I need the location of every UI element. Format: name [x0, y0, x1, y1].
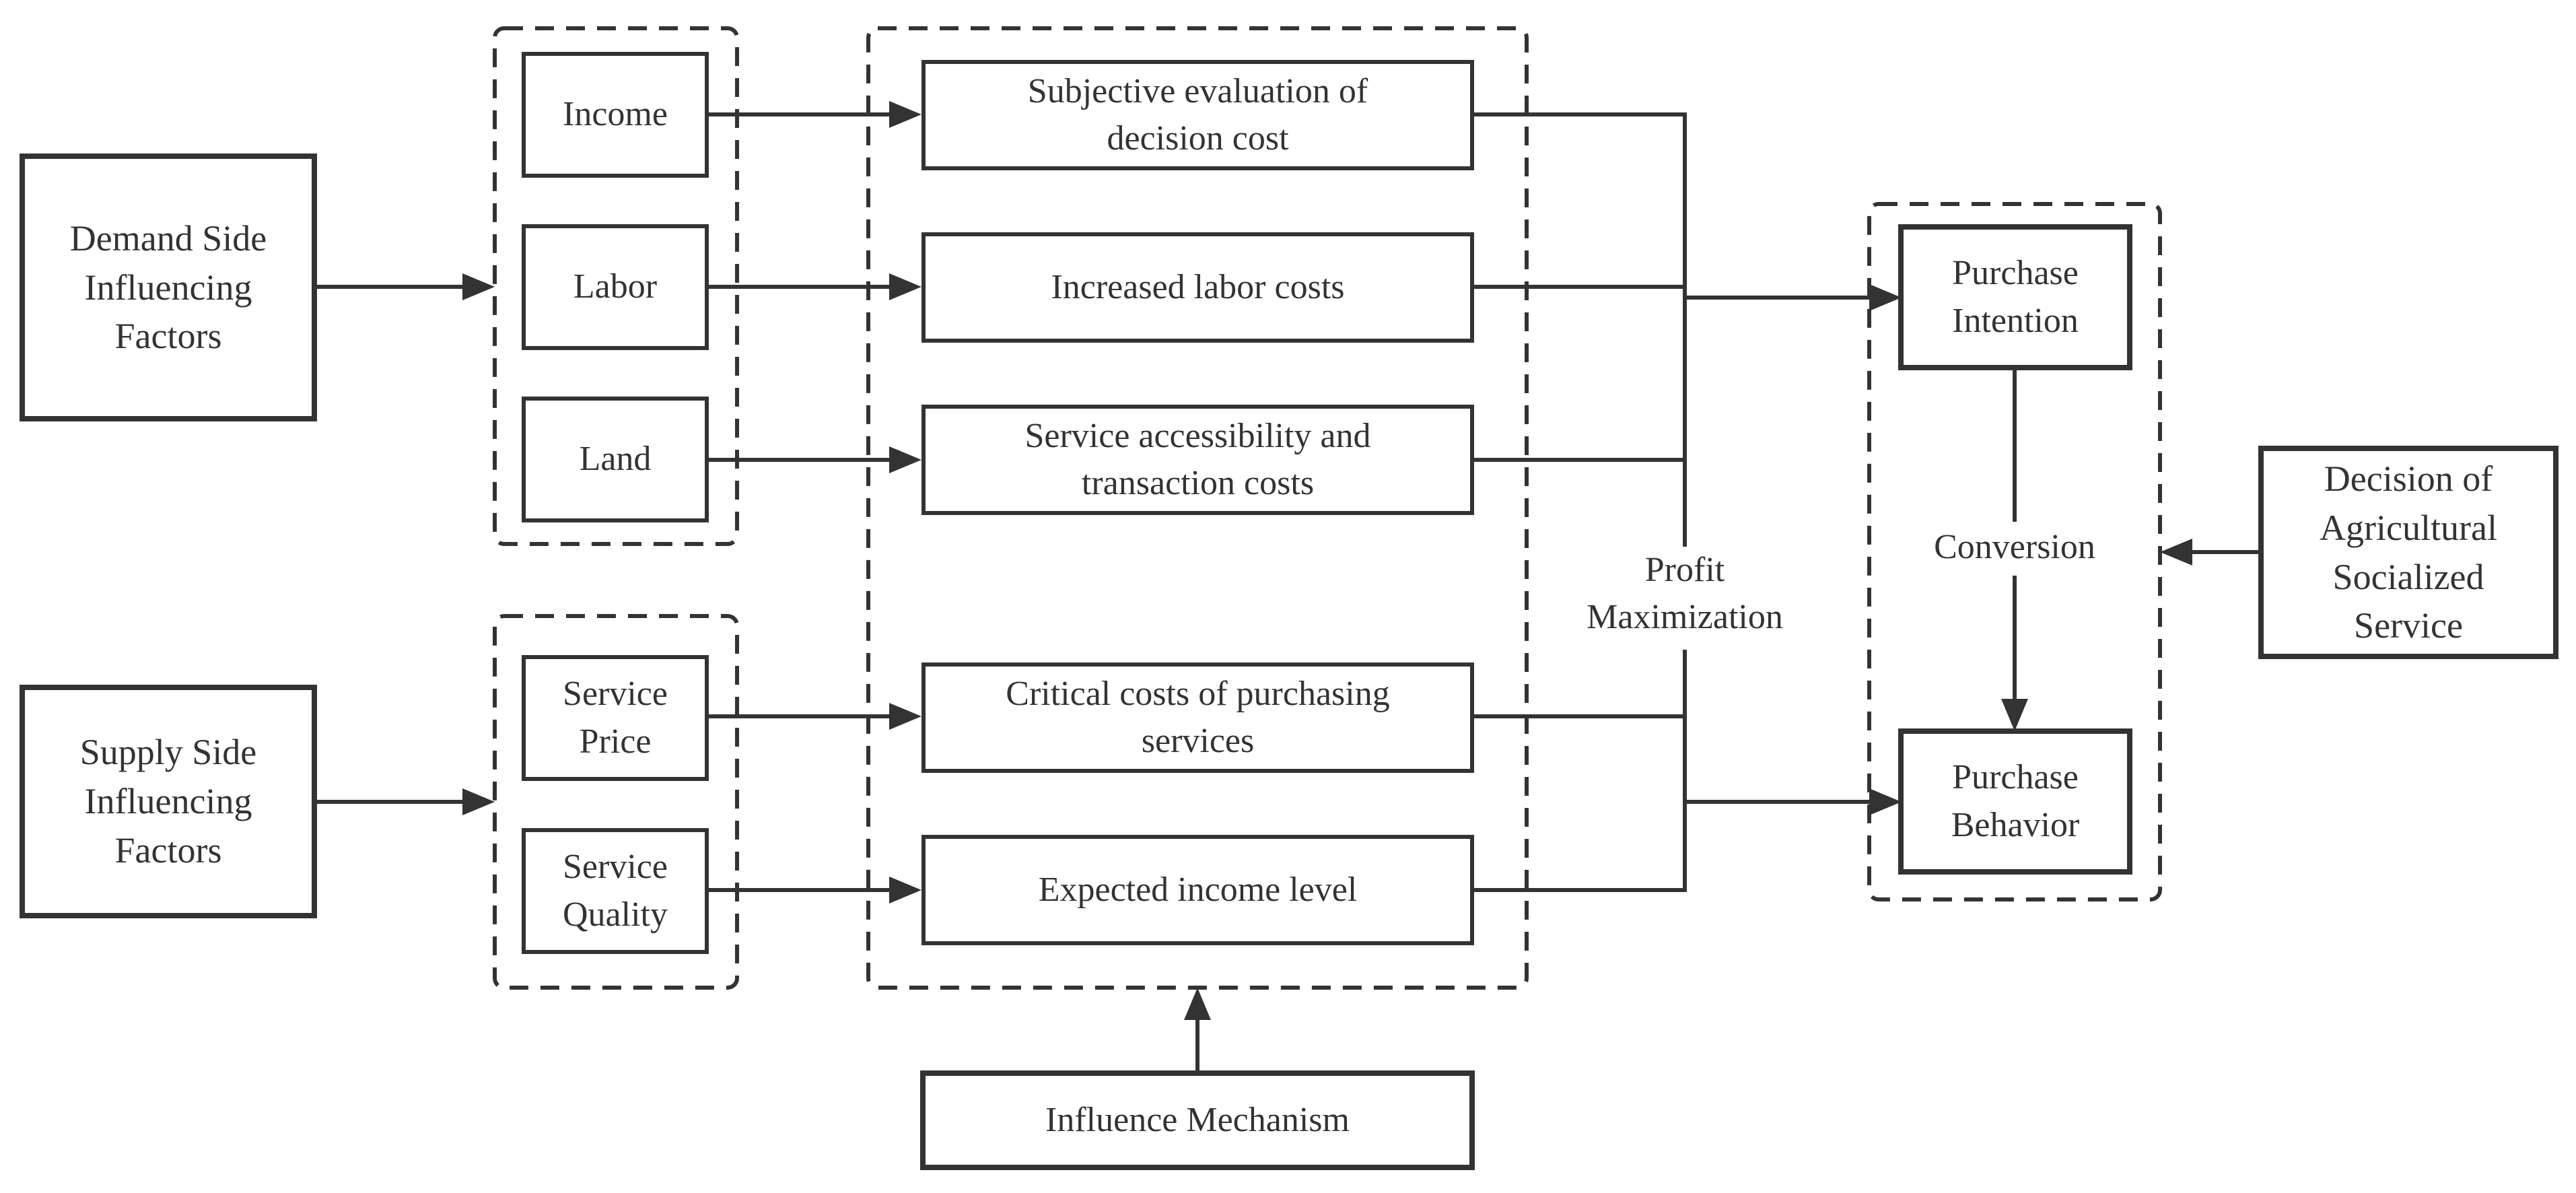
conversion-label: Conversion	[1914, 524, 2116, 572]
service-quality-box: Service Quality	[522, 828, 709, 954]
demand-arrowhead	[462, 273, 495, 300]
conversion-arrowhead	[2001, 699, 2028, 731]
supply-group-dashed-frame	[493, 614, 739, 990]
land-box: Land	[522, 397, 709, 522]
expected-income-box: Expected income level	[921, 835, 1474, 945]
land-arrowhead	[889, 446, 921, 473]
supply-side-factors-box: Supply Side Influencing Factors	[20, 685, 317, 918]
intention-arrowhead	[1869, 284, 1902, 311]
service-price-box: Service Price	[522, 655, 709, 781]
price-arrowhead	[889, 703, 921, 730]
labor-arrowhead	[889, 273, 921, 300]
purchase-intention-box: Purchase Intention	[1898, 224, 2132, 370]
labor-box: Labor	[522, 224, 709, 350]
outcome-group-dashed-frame	[1867, 202, 2162, 901]
critical-costs-box: Critical costs of purchasing services	[921, 662, 1474, 773]
profit-maximization-label: Profit Maximization	[1574, 547, 1796, 649]
decision-arrowhead	[2160, 539, 2192, 566]
supply-arrowhead	[462, 788, 495, 815]
demand-side-factors-box: Demand Side Influencing Factors	[20, 154, 317, 421]
subjective-evaluation-box: Subjective evaluation of decision cost	[921, 60, 1474, 170]
quality-arrowhead	[889, 877, 921, 904]
income-arrowhead	[889, 101, 921, 128]
decision-agricultural-service-box: Decision of Agricultural Socialized Serv…	[2258, 446, 2558, 659]
mechanism-arrowhead	[1184, 988, 1211, 1020]
influence-mechanism-box: Influence Mechanism	[920, 1070, 1475, 1170]
demand-group-dashed-frame	[493, 26, 739, 546]
behavior-arrowhead	[1869, 788, 1902, 815]
income-box: Income	[522, 52, 709, 178]
purchase-behavior-box: Purchase Behavior	[1898, 728, 2132, 875]
increased-labor-costs-box: Increased labor costs	[921, 232, 1474, 343]
service-accessibility-box: Service accessibility and transaction co…	[921, 405, 1474, 515]
